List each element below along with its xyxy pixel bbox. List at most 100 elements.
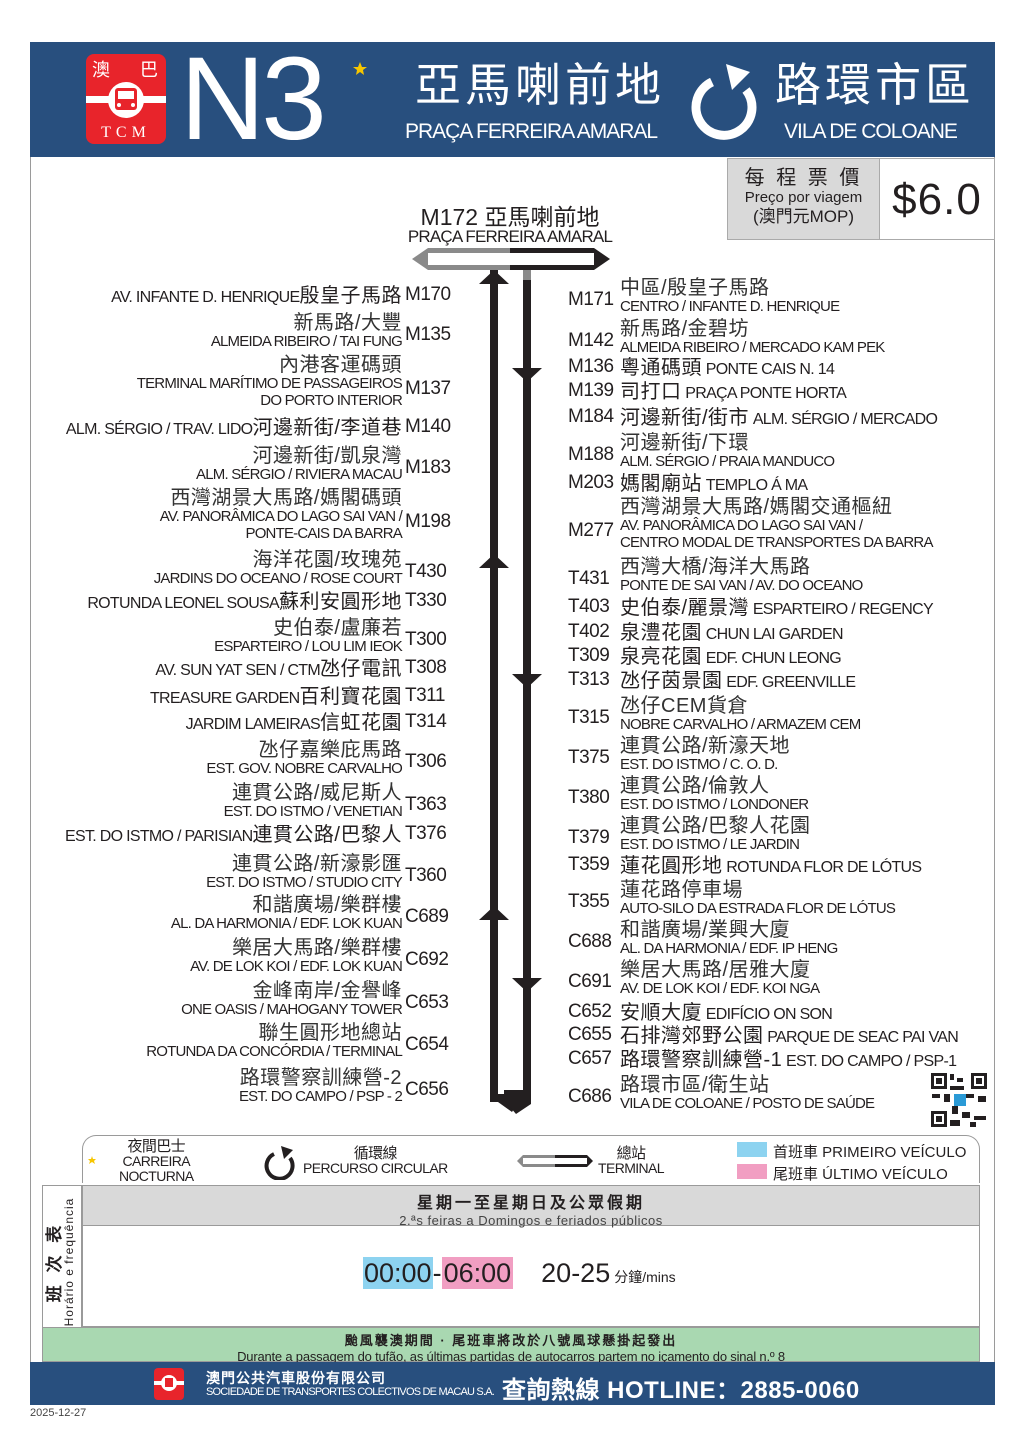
stop-code: T308 xyxy=(405,657,447,678)
stop-name-pt: EST. DO CAMPO / PSP - 2 xyxy=(238,1088,403,1105)
stop-name-zh: 連貫公路/巴黎人 xyxy=(252,824,402,846)
typhoon-notice: 颱風襲澳期間 · 尾班車將改於八號風球懸掛起發出 Durante a passa… xyxy=(42,1327,980,1364)
stop-name-zh: 信虹花園 xyxy=(320,712,402,734)
qr-code[interactable] xyxy=(930,1072,988,1128)
stop-code: C686 xyxy=(568,1086,612,1107)
last-bus-time: 06:00 xyxy=(441,1257,514,1289)
stop-name-pt: VILA DE COLOANE / POSTO DE SAÚDE xyxy=(620,1095,875,1112)
stop-code: M171 xyxy=(568,289,614,310)
stop-code: T363 xyxy=(405,794,447,815)
stop-code: T314 xyxy=(405,711,447,732)
stop-name-zh: 新馬路/大豐 xyxy=(293,312,402,334)
stop-name-zh: 蘇利安圓形地 xyxy=(279,591,402,613)
stop-name-pt: ONE OASIS / MAHOGANY TOWER xyxy=(181,1001,403,1018)
stop-code: M139 xyxy=(568,380,614,401)
fare-box: 每 程 票 價 Preço por viagem (澳門元MOP) xyxy=(727,158,880,240)
stop-code: T311 xyxy=(405,685,445,706)
stop-name-zh: 路環警察訓練營-2 xyxy=(239,1067,402,1089)
down-arrow-icon xyxy=(512,674,542,688)
stop-name-zh: 和諧廣場/樂群樓 xyxy=(252,894,402,916)
stop-name-pt: PARQUE DE SEAC PAI VAN xyxy=(767,1029,959,1046)
stop-name-zh: 河邊新街/李道巷 xyxy=(252,417,402,439)
stop-name-zh: 和諧廣場/業興大廈 xyxy=(620,919,791,941)
stop-code: T300 xyxy=(405,629,447,650)
notice-pt: Durante a passagem do tufão, as últimas … xyxy=(237,1349,785,1364)
stop-code: C688 xyxy=(568,931,612,952)
route-line-left xyxy=(490,270,498,1102)
stop-name-zh: 史伯泰/盧廉若 xyxy=(272,617,402,639)
stop-code: T360 xyxy=(405,865,447,886)
stop-name-zh: 連貫公路/倫敦人 xyxy=(620,775,770,797)
stop-name-pt: ALM. SÉRGIO / MERCADO xyxy=(752,411,938,428)
stop-name-pt: ESPARTEIRO / REGENCY xyxy=(752,601,934,618)
stop-code: T315 xyxy=(568,707,610,728)
stop-name-pt: ROTUNDA FLOR DE LÓTUS xyxy=(726,859,922,876)
stop-name-zh: 司打口 xyxy=(620,381,682,403)
stop-name-pt: EDF. GREENVILLE xyxy=(726,674,856,691)
hotline[interactable]: 查詢熱線 HOTLINE：2885-0060 xyxy=(502,1377,860,1404)
stop-name-pt: EDF. CHUN LEONG xyxy=(705,650,842,667)
stop-name-pt: EST. DO CAMPO / PSP-1 xyxy=(786,1053,957,1070)
notice-zh: 颱風襲澳期間 · 尾班車將改於八號風球懸掛起發出 xyxy=(344,1333,678,1348)
stop-name-pt: AV. SUN YAT SEN / CTM xyxy=(155,662,320,679)
stop-code: T431 xyxy=(568,568,610,589)
stop-name-zh: 石排灣郊野公園 xyxy=(620,1025,764,1047)
stop-name-zh: 海洋花園/玫瑰苑 xyxy=(252,549,402,571)
frequency-value: 20-25 xyxy=(541,1258,611,1288)
stop-name-zh: 樂居大馬路/樂群樓 xyxy=(231,937,402,959)
stop-code: C657 xyxy=(568,1048,612,1069)
stop-name-zh: 樂居大馬路/居雅大廈 xyxy=(620,959,811,981)
stop-name-pt: AV. PANORÂMICA DO LAGO SAI VAN / xyxy=(620,517,863,534)
stop-name-zh: 史伯泰/麗景灣 xyxy=(620,597,750,619)
stop-name-pt: AL. DA HARMONIA / EDF. IP HENG xyxy=(620,940,838,957)
stop-name-pt: AV. INFANTE D. HENRIQUE xyxy=(111,289,300,306)
schedule-title-pt: Horário e frequência xyxy=(62,1197,76,1327)
stop-name-zh: 氹仔電訊 xyxy=(320,658,402,680)
stop-code: T313 xyxy=(568,669,610,690)
stop-code: C652 xyxy=(568,1001,612,1022)
night-pt: NOCTURNA xyxy=(119,1168,194,1184)
stop-name-zh: 內港客運碼頭 xyxy=(279,354,402,376)
circular-arrow-icon xyxy=(691,64,757,140)
stop-name-zh: 氹仔嘉樂庇馬路 xyxy=(258,739,402,761)
fare-currency: (澳門元MOP) xyxy=(752,207,855,226)
circular-arrow-icon xyxy=(264,1146,295,1180)
stop-code: T306 xyxy=(405,751,447,772)
route-line-right xyxy=(523,280,531,1102)
bus-icon xyxy=(86,82,166,118)
stop-code: M188 xyxy=(568,444,614,465)
last-bus-label: 尾班車 ÚLTIMO VEÍCULO xyxy=(773,1166,948,1183)
stop-code: T402 xyxy=(568,621,610,642)
fare-label-zh: 每 程 票 價 xyxy=(744,167,863,189)
schedule-side-label: 班 次 表 Horário e frequência xyxy=(42,1185,82,1335)
stop-name-pt: AUTO-SILO DA ESTRADA FLOR DE LÓTUS xyxy=(620,900,896,917)
schedule-title-zh: 班 次 表 xyxy=(45,1221,64,1303)
stop-name-pt: DO PORTO INTERIOR xyxy=(260,392,403,409)
stop-name-zh: 連貫公路/新濠天地 xyxy=(620,735,791,757)
stop-name-pt: ALM. SÉRGIO / RIVIERA MACAU xyxy=(196,466,403,483)
stop-name-pt: JARDINS DO OCEANO / ROSE COURT xyxy=(153,570,403,587)
moon-star-icon xyxy=(88,1148,113,1179)
stop-name-pt: EST. DO ISTMO / LE JARDIN xyxy=(620,836,800,853)
terminal-pt: PRAÇA FERREIRA AMARAL xyxy=(407,227,613,246)
stop-code: M203 xyxy=(568,472,614,493)
stop-name-zh: 連貫公路/新濠影匯 xyxy=(231,853,402,875)
stop-code: M137 xyxy=(405,378,451,399)
stop-name-zh: 西灣湖景大馬路/媽閣交通樞紐 xyxy=(620,496,893,518)
stop-name-pt: EDIFÍCIO ON SON xyxy=(705,1006,833,1023)
